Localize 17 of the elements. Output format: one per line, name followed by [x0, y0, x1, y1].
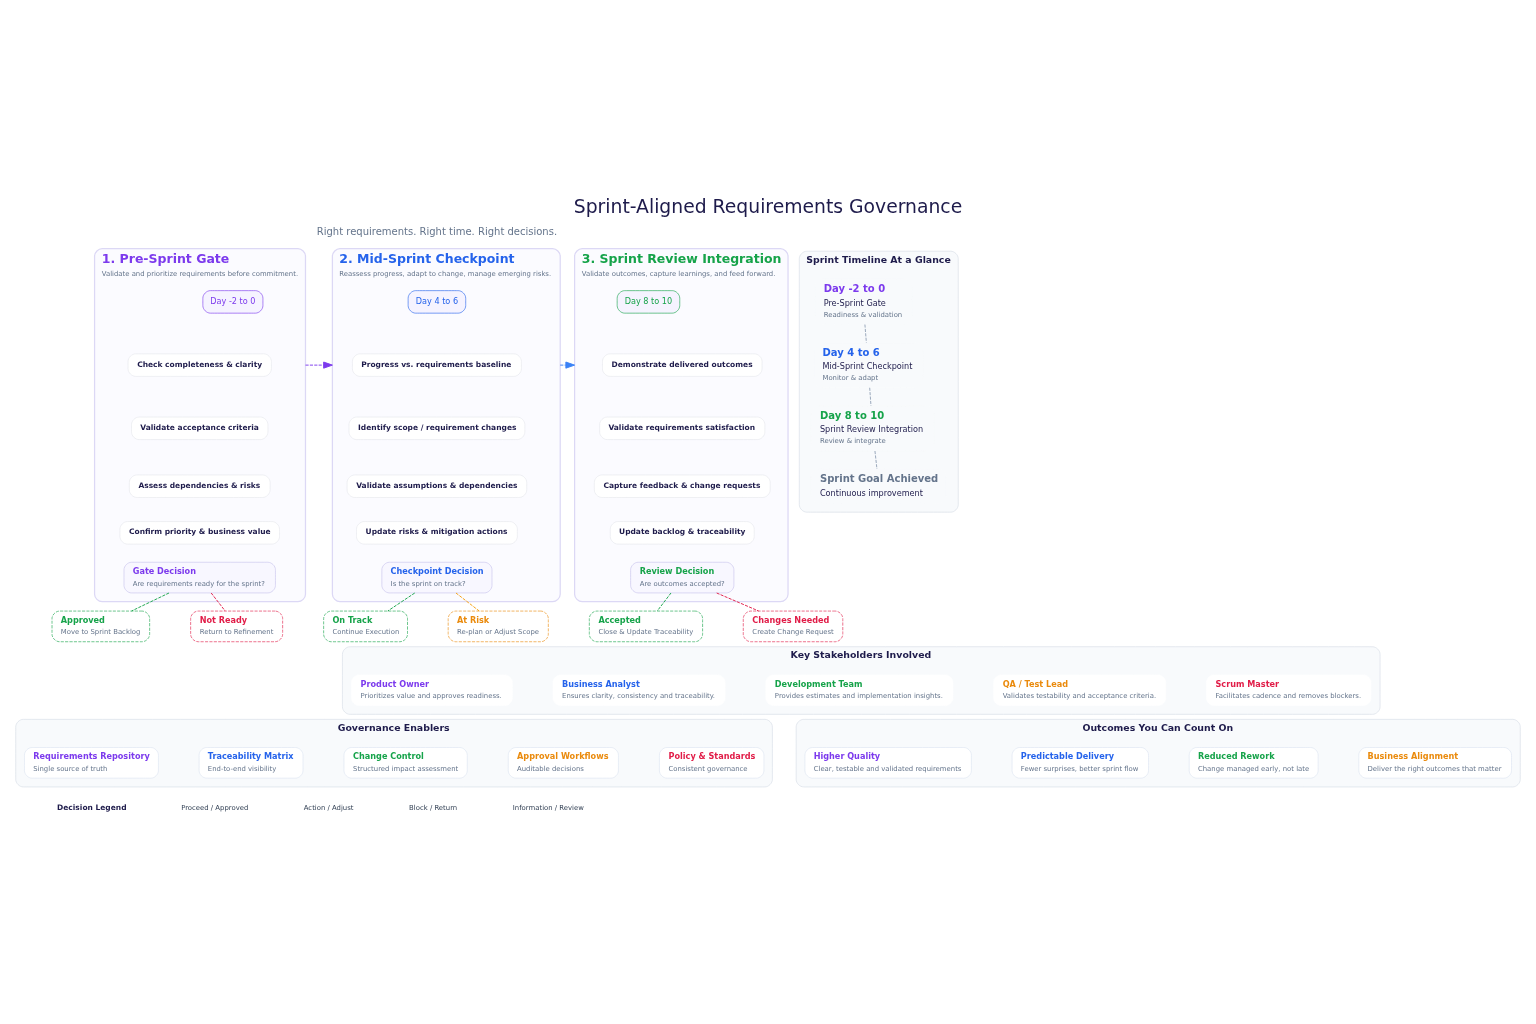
connector [716, 592, 760, 611]
connector [387, 592, 416, 611]
connector [656, 592, 672, 611]
node-label: Day 4 to 6 [415, 295, 459, 306]
node-label: Day -2 to 0 [210, 295, 256, 306]
arrow [305, 361, 333, 369]
connector [210, 592, 226, 611]
connector [869, 386, 872, 406]
connector [864, 323, 867, 343]
connector [455, 592, 480, 611]
arrow [559, 361, 576, 369]
diagram-title: Sprint-Aligned Requirements Governance [573, 195, 963, 217]
connector [131, 592, 170, 611]
label: Right requirements. Right time. Right decisions. [316, 225, 558, 237]
node-text: Sprint Goal Achieved Continuous improvement [819, 472, 939, 498]
node-label: Day 8 to 10 [624, 295, 673, 306]
connector [874, 450, 878, 469]
